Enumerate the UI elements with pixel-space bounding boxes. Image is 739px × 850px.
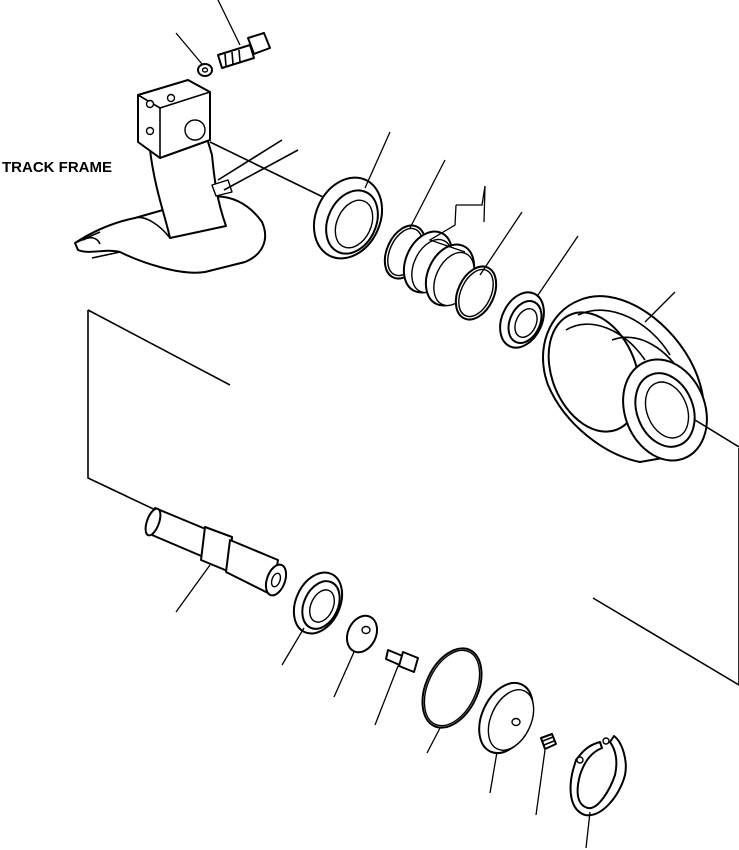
o-ring-2 xyxy=(454,265,498,321)
track-frame-bracket xyxy=(74,79,267,274)
cover xyxy=(478,681,535,755)
thrust-washer xyxy=(345,614,379,654)
inner-bearing xyxy=(499,291,545,349)
axis-line-c xyxy=(74,231,101,244)
boundary-line-right xyxy=(592,419,739,686)
track-frame-label: TRACK FRAME xyxy=(2,159,112,176)
axis-line-a xyxy=(217,139,283,181)
leader-lines xyxy=(175,0,676,849)
snap-ring xyxy=(569,735,627,817)
axis-line-upper xyxy=(209,141,326,199)
large-bearing xyxy=(312,176,384,260)
plug xyxy=(540,733,557,750)
lower-bearing xyxy=(292,571,344,635)
washer-top xyxy=(197,63,213,77)
carrier-roller xyxy=(542,295,708,463)
shaft xyxy=(144,507,288,597)
bolt-top xyxy=(217,32,271,69)
small-bolt xyxy=(385,649,419,673)
axis-line-b xyxy=(223,149,299,191)
o-ring-large xyxy=(421,647,483,729)
